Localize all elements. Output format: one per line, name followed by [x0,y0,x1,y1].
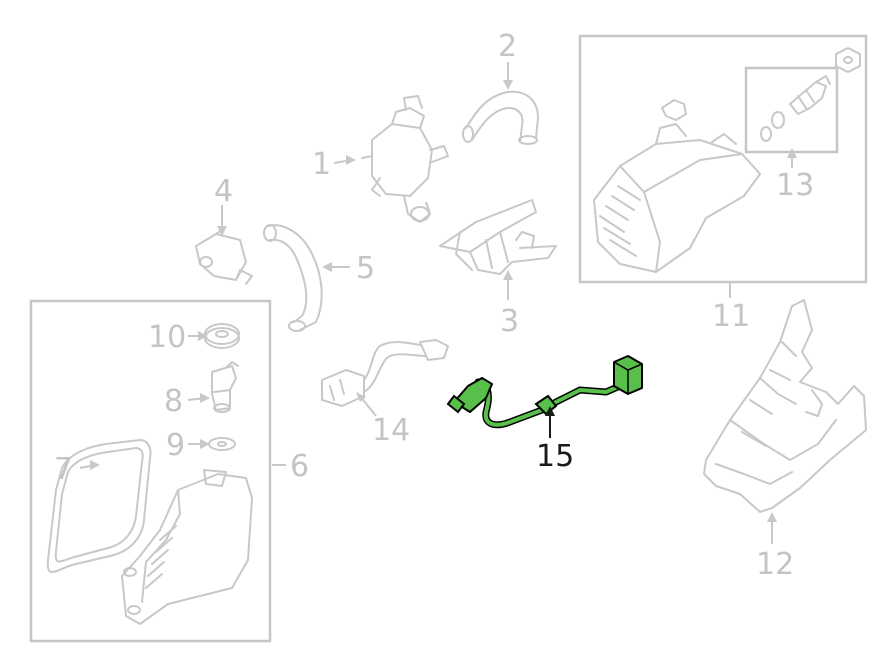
part-6-reservoir[interactable] [121,469,253,625]
part-3-bracket[interactable] [439,199,557,275]
callout-14: 14 [372,413,410,448]
callout-1: 1 [312,147,331,182]
leader-8-arrow [200,393,210,403]
leader-2-arrow [503,80,513,90]
leader-4-arrow [217,226,227,236]
part-12-shield[interactable] [703,299,867,513]
group-box-6 [29,299,272,643]
callout-2: 2 [498,29,517,64]
leader-3-arrow [503,270,513,280]
leader-10-arrow [198,331,208,341]
leader-12-arrow [767,512,777,522]
callout-12: 12 [756,547,794,582]
part-15-sensor-harness[interactable] [446,355,643,429]
leader-14-arrow [356,392,366,402]
group-box-11 [578,34,868,284]
part-9-washer[interactable] [208,437,236,451]
part-5-hose[interactable] [263,224,323,332]
callout-11: 11 [712,299,750,334]
part-11-canister[interactable] [593,99,761,273]
part-14-connector[interactable] [321,339,449,407]
part-7-gasket[interactable] [46,439,152,573]
leader-5-arrow [322,262,332,272]
callout-4: 4 [214,174,233,209]
leader-13-arrow [787,148,797,158]
callout-3: 3 [500,304,519,339]
group-box-13 [744,66,839,154]
callout-8: 8 [164,384,183,419]
callout-6: 6 [290,449,309,484]
part-10-grommet[interactable] [204,323,240,349]
leader-9-arrow [200,439,210,449]
part-11-nut[interactable] [835,47,861,73]
callout-13: 13 [776,168,814,203]
leader-7-arrow [90,460,100,470]
callout-15: 15 [536,439,574,474]
callout-5: 5 [356,251,375,286]
part-4-sensor[interactable] [195,229,253,285]
part-1-pump[interactable] [361,95,449,223]
part-8-valve[interactable] [211,361,239,413]
leader-1-arrow [346,155,356,165]
callout-7: 7 [54,452,73,487]
callout-10: 10 [148,320,186,355]
leader-15-arrow [545,406,555,416]
part-13-fitting[interactable] [760,75,831,142]
callout-9: 9 [166,428,185,463]
part-2-hose[interactable] [462,90,539,145]
